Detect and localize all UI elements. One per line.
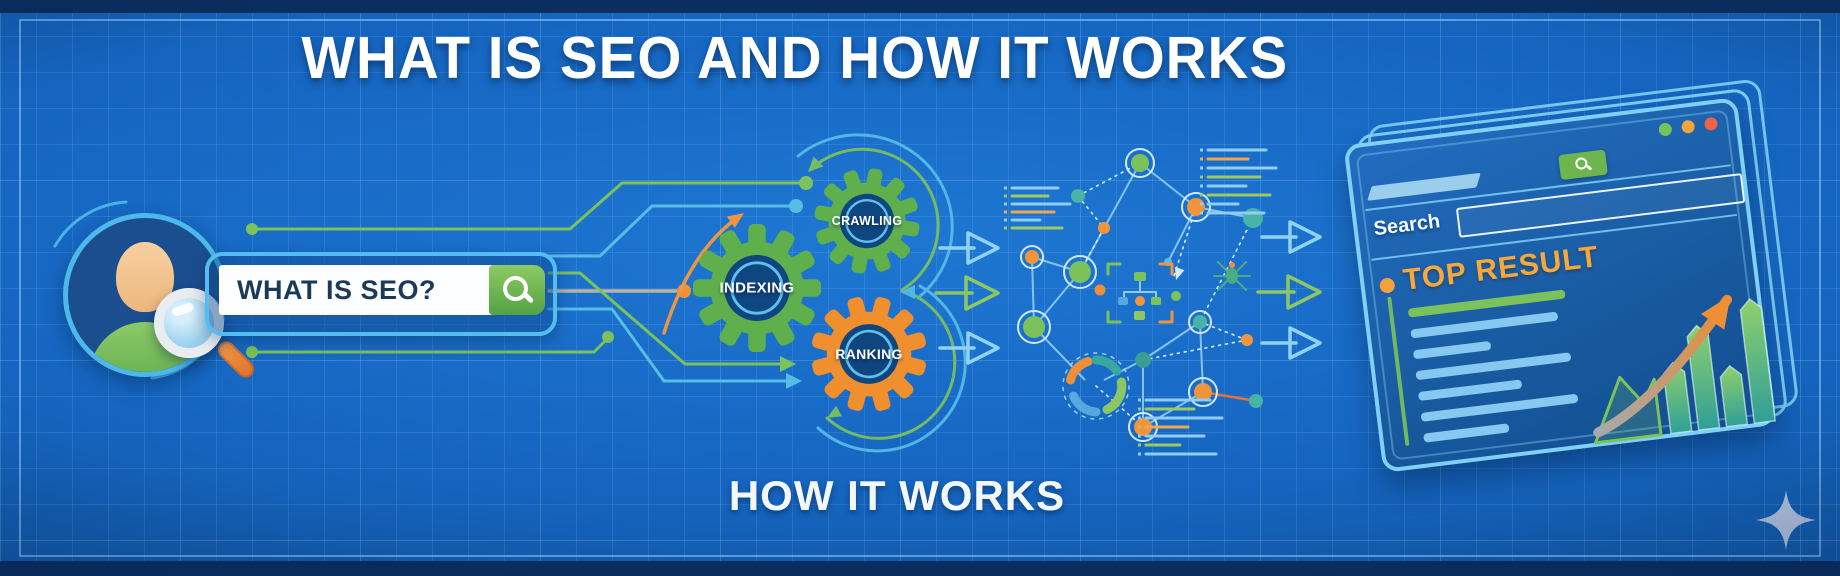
result-line — [1417, 379, 1523, 402]
growth-arrow-head — [1701, 295, 1731, 330]
blueprint-frame — [19, 19, 1821, 557]
search-icon — [503, 276, 535, 304]
chart-bars — [1662, 297, 1776, 435]
bottom-edge-strip — [0, 561, 1840, 576]
result-lines — [1407, 289, 1583, 454]
search-input: WHAT IS SEO? — [219, 265, 499, 315]
gear-label-ranking: RANKING — [835, 346, 903, 362]
result-line — [1410, 311, 1559, 339]
browser-window-stack: Search TOP RESULT — [1343, 78, 1800, 473]
search-button — [489, 265, 545, 315]
search-query-text: WHAT IS SEO? — [237, 274, 436, 305]
result-line — [1412, 340, 1492, 360]
search-icon — [1574, 156, 1593, 173]
top-edge-strip — [0, 0, 1840, 13]
page-title: WHAT IS SEO AND HOW IT WORKS — [301, 25, 1289, 91]
window-dot-orange — [1680, 119, 1696, 134]
gear-label-indexing: INDEXING — [719, 279, 795, 297]
window-dot-green — [1658, 122, 1673, 137]
growth-chart — [1593, 294, 1776, 445]
result-line — [1415, 352, 1572, 381]
search-bar: WHAT IS SEO? — [205, 252, 557, 336]
window-dot-red — [1703, 116, 1719, 132]
browser-window: Search TOP RESULT — [1343, 97, 1777, 473]
footer-caption: HOW IT WORKS — [728, 472, 1066, 519]
growth-arrow-shaft — [1593, 294, 1733, 438]
result-line — [1423, 423, 1510, 443]
gear-label-crawling: CRAWLING — [831, 214, 903, 228]
